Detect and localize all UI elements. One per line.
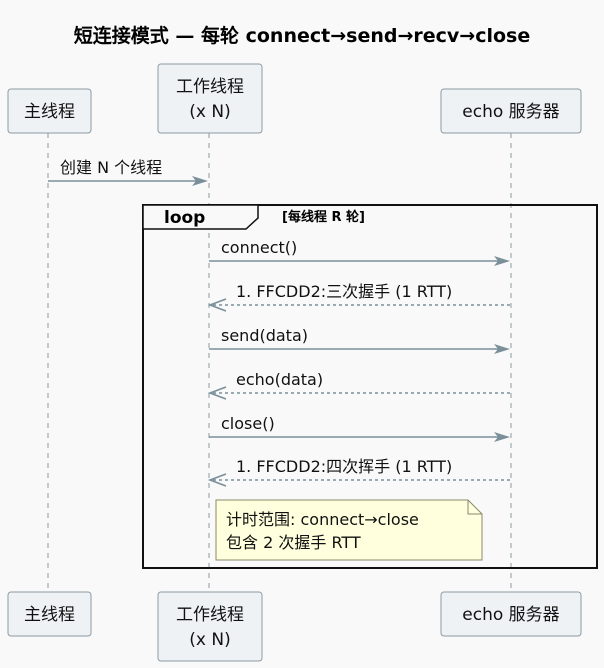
note-line-1: 计时范围: connect→close bbox=[226, 510, 419, 529]
participant-server-bottom: echo 服务器 bbox=[440, 591, 582, 637]
participant-server-top: echo 服务器 bbox=[440, 88, 582, 134]
diagram-title: 短连接模式 — 每轮 connect→send→recv→close bbox=[74, 24, 530, 47]
message-teardown: 1. FFCDD2:四次挥手 (1 RTT) bbox=[207, 457, 510, 487]
participant-worker-label-bottom-line1: 工作线程 bbox=[176, 605, 244, 625]
timing-note: 计时范围: connect→close 包含 2 次握手 RTT bbox=[215, 499, 483, 561]
loop-tab bbox=[142, 204, 259, 230]
message-label: 创建 N 个线程 bbox=[60, 158, 162, 177]
message-label: 1. FFCDD2:三次握手 (1 RTT) bbox=[236, 282, 452, 301]
arrow-head bbox=[207, 386, 227, 400]
participant-worker-top: 工作线程 (x N) bbox=[157, 63, 263, 134]
participant-main-label-bottom: 主线程 bbox=[24, 605, 75, 625]
participant-main-top: 主线程 bbox=[7, 88, 92, 134]
message-label: echo(data) bbox=[236, 370, 323, 389]
message-label: 1. FFCDD2:四次挥手 (1 RTT) bbox=[236, 457, 452, 476]
participant-main-label: 主线程 bbox=[24, 102, 75, 122]
note-fold bbox=[467, 500, 482, 515]
participant-worker-label-bottom-line2: (x N) bbox=[189, 630, 230, 650]
arrow-head bbox=[207, 298, 227, 312]
message-close: close() bbox=[209, 414, 510, 442]
message-echo: echo(data) bbox=[207, 370, 510, 400]
message-label: close() bbox=[221, 414, 275, 433]
participant-worker-label-line1: 工作线程 bbox=[176, 77, 244, 97]
participant-server-label-bottom: echo 服务器 bbox=[462, 605, 559, 625]
message-create-threads: 创建 N 个线程 bbox=[48, 158, 208, 186]
message-label: send(data) bbox=[221, 326, 308, 345]
participant-main-bottom: 主线程 bbox=[7, 591, 92, 637]
message-handshake: 1. FFCDD2:三次握手 (1 RTT) bbox=[207, 282, 510, 312]
arrow-head bbox=[494, 256, 510, 266]
message-connect: connect() bbox=[209, 238, 510, 266]
arrow-head bbox=[494, 344, 510, 354]
loop-condition: [每线程 R 轮] bbox=[282, 209, 365, 225]
arrow-head bbox=[207, 473, 227, 487]
loop-keyword: loop bbox=[164, 208, 205, 228]
participant-worker-bottom: 工作线程 (x N) bbox=[157, 591, 263, 662]
message-label: connect() bbox=[221, 238, 297, 257]
participant-worker-label-line2: (x N) bbox=[189, 102, 230, 122]
message-send: send(data) bbox=[209, 326, 510, 354]
arrow-head bbox=[192, 176, 208, 186]
participant-server-label: echo 服务器 bbox=[462, 102, 559, 122]
note-box bbox=[215, 499, 483, 561]
arrow-head bbox=[494, 432, 510, 442]
loop-frame bbox=[142, 204, 598, 569]
note-line-2: 包含 2 次握手 RTT bbox=[226, 533, 361, 552]
